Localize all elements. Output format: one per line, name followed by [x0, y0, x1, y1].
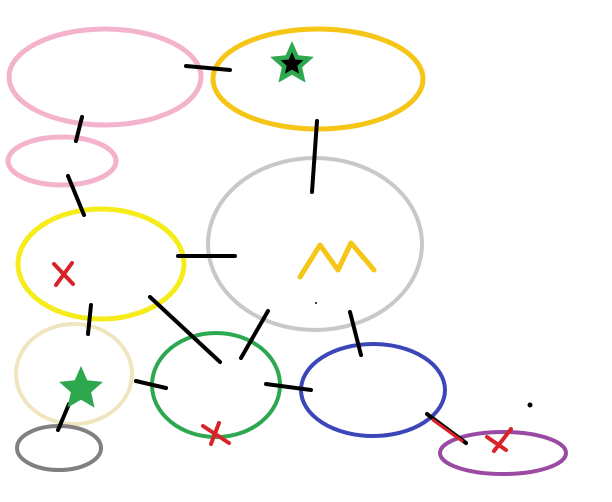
zigzag-mark [297, 240, 377, 280]
node-gray-small [15, 424, 103, 472]
connector-line [66, 174, 86, 217]
node-gold-top [210, 26, 426, 132]
node-yellow-mid [15, 206, 187, 322]
dot-mark [315, 302, 317, 304]
red-connector-overlay [431, 418, 464, 443]
x-mark-icon [52, 261, 75, 287]
connector-line [74, 115, 84, 143]
node-cream [14, 322, 134, 426]
node-pink-large [6, 26, 204, 128]
x-mark-icon [201, 421, 231, 446]
connector-line [310, 119, 319, 194]
node-purple [438, 430, 568, 476]
connector-line [148, 295, 222, 364]
connector-line [86, 303, 93, 336]
node-pink-small [5, 134, 119, 188]
connector-line [239, 309, 270, 360]
connector-line [264, 382, 313, 392]
connector-line [184, 64, 232, 72]
node-green [150, 331, 282, 439]
connector-line [348, 310, 363, 357]
x-mark-icon [485, 427, 513, 453]
node-gray-large [206, 156, 424, 332]
connector-line [56, 402, 71, 432]
star-icon [59, 366, 103, 408]
star-icon [270, 41, 314, 83]
node-blue [299, 342, 447, 438]
connector-line [134, 379, 168, 390]
dot-mark [527, 402, 533, 408]
